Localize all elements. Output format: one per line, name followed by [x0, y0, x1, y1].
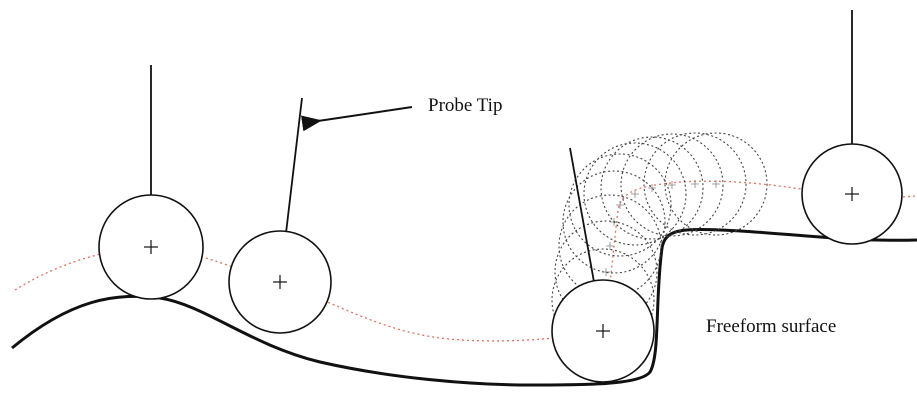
- ghost-probe-center-mark: [631, 190, 639, 198]
- ghost-probe-circle: [643, 132, 747, 236]
- probe-tip-label: Probe Tip: [428, 95, 502, 116]
- ghost-probe-center-mark: [691, 180, 699, 188]
- ghost-probe-circle: [583, 142, 687, 246]
- probe-4: [801, 10, 903, 245]
- ghost-probe-center-mark: [616, 201, 624, 209]
- ghost-probe-center-mark: [606, 242, 614, 250]
- ghost-probe-circle: [600, 136, 704, 240]
- ghost-probe-center-mark: [668, 181, 676, 189]
- ghost-probe-center-mark: [648, 184, 656, 192]
- probe-1: [98, 65, 204, 300]
- ghost-probe-circle: [554, 220, 658, 324]
- probe-3: [551, 147, 655, 383]
- ghost-probe-center-mark: [712, 180, 720, 188]
- ghost-probe-circle: [664, 132, 768, 236]
- probe-sweep-ghost-circles: [551, 132, 768, 352]
- ghost-probe-circle: [568, 153, 672, 257]
- ghost-probe-circle: [620, 133, 724, 237]
- probe-2: [228, 97, 332, 334]
- probe-tip-arrow: [300, 106, 413, 132]
- ghost-probe-circle: [562, 170, 666, 274]
- ghost-probe-circle: [558, 194, 662, 298]
- freeform-surface: [11, 227, 917, 387]
- freeform-surface-label: Freeform surface: [706, 316, 836, 337]
- ghost-probe-circle: [551, 248, 655, 352]
